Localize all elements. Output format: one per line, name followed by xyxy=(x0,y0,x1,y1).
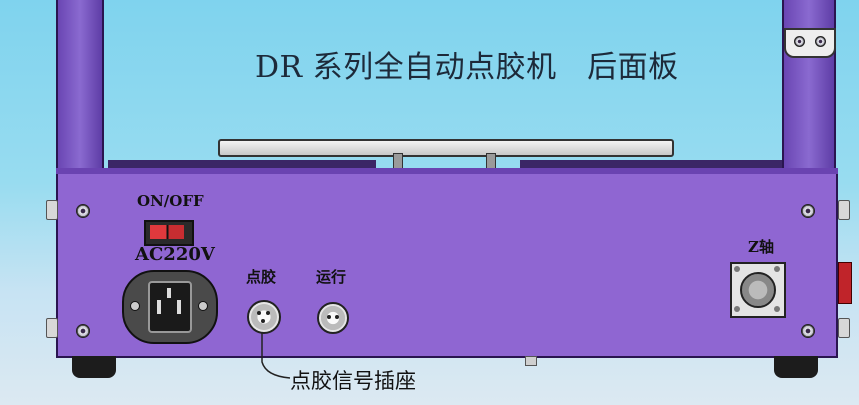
dispense-signal-socket[interactable] xyxy=(247,300,281,334)
z-axis-screw-br xyxy=(774,306,780,312)
panel-screw-bottom-left xyxy=(76,324,90,338)
voltage-label: AC220V xyxy=(135,244,215,265)
power-inlet-pin-left xyxy=(157,300,161,314)
side-bump-right-top xyxy=(838,200,850,220)
bottom-peg xyxy=(525,356,537,366)
dispense-socket-pin-1 xyxy=(257,311,261,315)
top-plate-right xyxy=(520,160,782,170)
run-signal-socket[interactable] xyxy=(317,302,349,334)
side-bump-left-top xyxy=(46,200,58,220)
panel-screw-bottom-right xyxy=(801,324,815,338)
dispense-port-label: 点胶 xyxy=(246,268,277,286)
rear-panel-top-edge xyxy=(56,168,838,174)
power-inlet[interactable] xyxy=(122,270,218,344)
side-red-block xyxy=(838,262,852,304)
top-plate-left xyxy=(108,160,376,170)
power-switch-label: ON/OFF xyxy=(137,192,204,210)
dispense-socket-pin-3 xyxy=(261,319,265,323)
z-axis-screw-tr xyxy=(774,266,780,272)
run-socket-pin-2 xyxy=(335,315,339,319)
power-inlet-pin-right xyxy=(177,300,181,314)
foot-left xyxy=(72,356,116,378)
run-port-label: 运行 xyxy=(316,268,347,286)
panel-screw-top-right xyxy=(801,204,815,218)
dispense-socket-pin-2 xyxy=(266,311,270,315)
diagram-title: DR 系列全自动点胶机 后面板 xyxy=(255,50,679,85)
side-bump-left-bottom xyxy=(46,318,58,338)
z-axis-connector-ring xyxy=(740,272,776,308)
top-rail xyxy=(218,139,674,157)
z-axis-connector[interactable] xyxy=(730,262,786,318)
run-socket-pin-1 xyxy=(327,315,331,319)
left-frame-post xyxy=(56,0,104,174)
foot-right xyxy=(774,356,818,378)
side-bump-right-bottom xyxy=(838,318,850,338)
power-switch-rocker xyxy=(150,225,184,239)
corner-bracket xyxy=(784,28,836,58)
power-inlet-screw-right xyxy=(198,301,208,311)
z-axis-screw-bl xyxy=(734,306,740,312)
signal-socket-callout: 点胶信号插座 xyxy=(290,369,416,393)
power-inlet-pin-ground xyxy=(167,288,171,298)
z-axis-label: Z轴 xyxy=(748,238,774,256)
power-switch[interactable] xyxy=(144,220,194,246)
bracket-screw-left xyxy=(794,36,805,47)
power-inlet-screw-left xyxy=(130,301,140,311)
z-axis-screw-tl xyxy=(734,266,740,272)
bracket-screw-right xyxy=(815,36,826,47)
panel-screw-top-left xyxy=(76,204,90,218)
